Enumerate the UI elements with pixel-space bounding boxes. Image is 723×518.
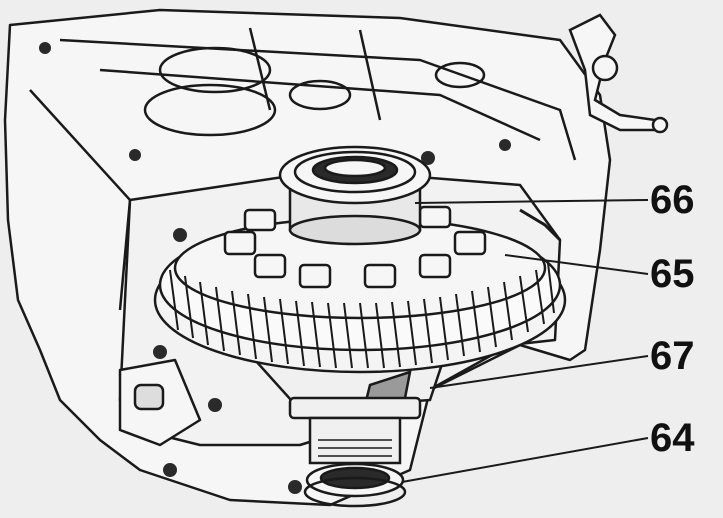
upper-bearing [278, 145, 432, 246]
leader-line-66 [414, 199, 649, 204]
gear-teeth [169, 262, 555, 369]
callout-66: 66 [650, 178, 695, 222]
leader-line-65 [504, 254, 649, 275]
leader-line-67 [429, 355, 649, 389]
callout-67: 67 [650, 334, 695, 378]
shift-lever [568, 13, 669, 134]
leader-line-64 [401, 437, 649, 483]
callout-64: 64 [650, 416, 695, 460]
lower-bearing [303, 416, 407, 508]
ring-bolts [223, 205, 487, 289]
callout-65: 65 [650, 252, 695, 296]
leader-lines [401, 199, 649, 483]
